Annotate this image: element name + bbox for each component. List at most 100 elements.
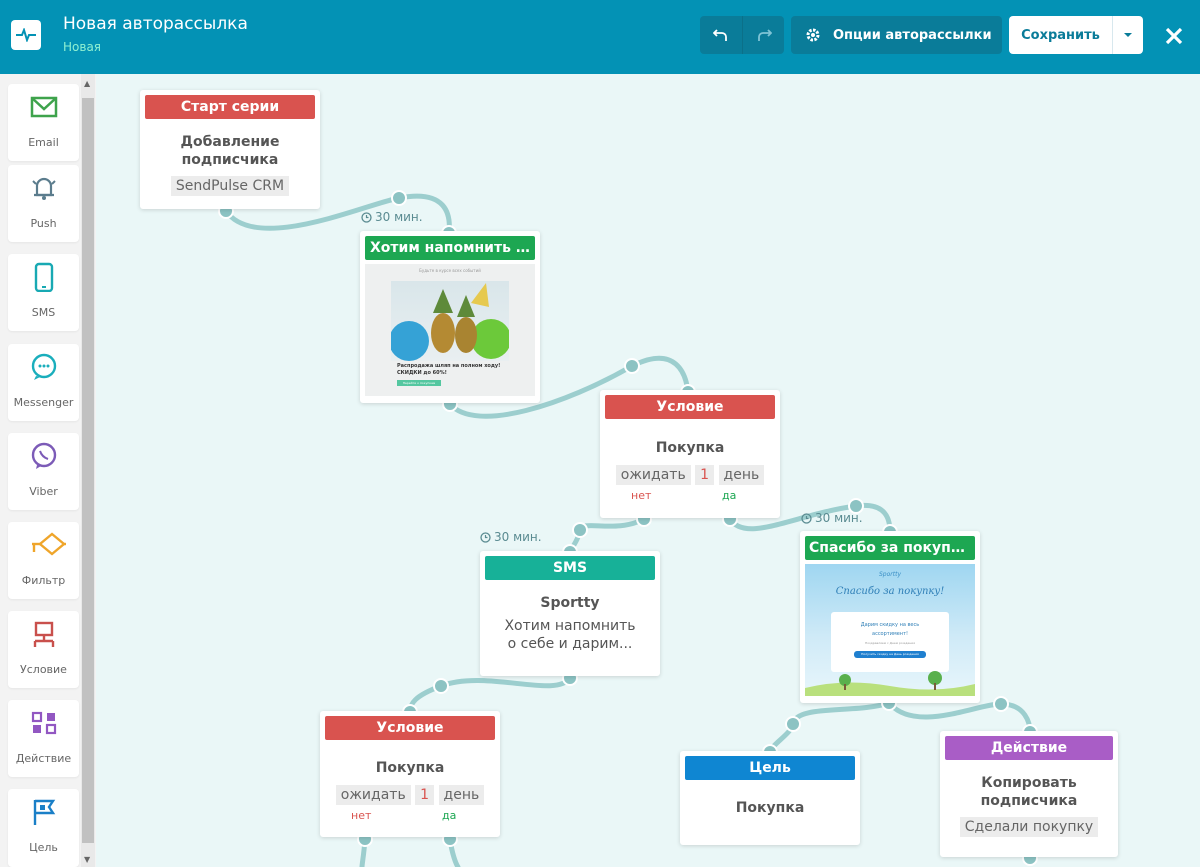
preview-message-box: Дарим скидку на весь ассортимент! Поздра…: [831, 612, 949, 672]
node-title: Добавление подписчика: [180, 134, 280, 168]
delay-label-email1: 30 мин.: [361, 210, 423, 224]
palette-item-email[interactable]: Email: [8, 84, 79, 161]
pulse-icon: [16, 28, 36, 42]
node-tag: Сделали покупку: [959, 817, 1099, 837]
gear-icon: [806, 28, 820, 42]
palette-item-label: Фильтр: [21, 574, 66, 587]
flow-node-action[interactable]: Действие Копировать подписчика Сделали п…: [940, 731, 1118, 857]
phone-icon: [34, 262, 54, 292]
save-button[interactable]: Сохранить: [1009, 16, 1112, 54]
node-header: Действие: [945, 736, 1113, 760]
node-tag-row: SendPulse CRM: [146, 176, 314, 196]
connection-sms-cond2: [407, 675, 573, 715]
connector-dot: [848, 498, 864, 514]
preview-landscape: [805, 671, 975, 696]
close-button[interactable]: [1160, 22, 1188, 50]
delay-value: 30 мин.: [494, 530, 542, 544]
flow-canvas[interactable]: 30 мин. 30 мин. 30 мин. Старт серии Доба…: [96, 74, 1200, 867]
filter-icon: [32, 532, 66, 556]
clock-icon: [801, 512, 812, 524]
palette-item-label: Цель: [29, 841, 58, 854]
wait-unit: день: [438, 785, 485, 805]
flow-node-goal[interactable]: Цель Покупка: [680, 751, 860, 845]
sidebar-scroll-thumb[interactable]: [82, 98, 94, 843]
palette-item-label: Условие: [20, 663, 67, 676]
palette-item-viber[interactable]: Viber: [8, 433, 79, 510]
palette-item-goal[interactable]: Цель: [8, 789, 79, 867]
wait-unit: день: [718, 465, 765, 485]
scroll-up-arrow-icon[interactable]: ▲: [84, 79, 91, 88]
preview-line-2: ассортимент!: [872, 631, 908, 637]
delay-value: 30 мин.: [815, 511, 863, 525]
node-wait-row: ожидать 1 день: [606, 465, 774, 485]
undo-button[interactable]: [700, 16, 742, 54]
flow-node-condition-1[interactable]: Условие Покупка ожидать 1 день нет да: [600, 390, 780, 518]
palette-item-action[interactable]: Действие: [8, 700, 79, 777]
viber-icon: [31, 442, 57, 469]
delay-value: 30 мин.: [375, 210, 423, 224]
node-title: Копировать подписчика: [980, 775, 1078, 809]
save-dropdown-button[interactable]: [1112, 16, 1143, 54]
flow-node-email-2[interactable]: Спасибо за покупку! Sportty Спасибо за п…: [800, 531, 980, 703]
palette-item-condition[interactable]: Условие: [8, 611, 79, 688]
connector-dot: [391, 190, 407, 206]
email-preview: Sportty Спасибо за покупку! Дарим скидку…: [805, 564, 975, 696]
email-icon: [30, 96, 58, 118]
wait-tag: ожидать: [615, 465, 691, 485]
delay-label-sms: 30 мин.: [480, 530, 542, 544]
palette-item-label: SMS: [31, 306, 56, 319]
node-text: Хотим напомнить о себе и дарим...: [504, 618, 636, 652]
palette-item-label: Viber: [29, 485, 58, 498]
clock-icon: [480, 531, 491, 543]
node-tag-row: Сделали покупку: [946, 817, 1112, 837]
preview-line-1: Дарим скидку на весь: [860, 622, 920, 628]
wait-tag: ожидать: [335, 785, 411, 805]
node-header: Условие: [605, 395, 775, 419]
flow-node-condition-2[interactable]: Условие Покупка ожидать 1 день нет да: [320, 711, 500, 837]
flow-node-email-1[interactable]: Хотим напомнить о ... Будьте в курсе все…: [360, 231, 540, 403]
palette-item-push[interactable]: Push: [8, 165, 79, 242]
preview-top-text: Будьте в курсе всех событий: [419, 268, 481, 273]
node-header: Старт серии: [145, 95, 315, 119]
palette-item-filter[interactable]: Фильтр: [8, 522, 79, 599]
connection-cond1-email2: [727, 502, 893, 535]
delay-label-email2: 30 мин.: [801, 511, 863, 525]
redo-button[interactable]: [742, 16, 784, 54]
node-header: Хотим напомнить о ...: [365, 236, 535, 260]
node-header: Условие: [325, 716, 495, 740]
palette-item-label: Email: [28, 136, 59, 149]
palette-item-messenger[interactable]: Messenger: [8, 344, 79, 421]
wait-number: 1: [415, 785, 435, 805]
app-logo: [11, 20, 41, 50]
preview-title: Спасибо за покупку!: [835, 586, 945, 597]
campaign-options-label: Опции авторассылки: [833, 27, 992, 43]
close-icon: [1165, 27, 1183, 45]
preview-image: [389, 281, 511, 361]
node-tag: SendPulse CRM: [170, 176, 290, 196]
preview-text: Распродажа шляп на полном ходу! СКИДКИ д…: [397, 363, 501, 376]
status-label: Новая: [63, 40, 102, 54]
palette-item-label: Messenger: [13, 396, 74, 409]
bell-icon: [32, 177, 56, 200]
node-wait-row: ожидать 1 день: [326, 785, 494, 805]
node-header: Спасибо за покупку!: [805, 536, 975, 560]
palette-item-sms[interactable]: SMS: [8, 254, 79, 331]
campaign-options-button[interactable]: Опции авторассылки: [791, 16, 1002, 54]
palette-item-label: Действие: [15, 752, 72, 765]
connector-dot: [624, 358, 640, 374]
top-bar: Новая авторассылка Новая Опции авторассы…: [0, 0, 1200, 74]
connection-start-email: [223, 193, 452, 236]
messenger-icon: [31, 353, 57, 380]
connector-dot: [433, 678, 449, 694]
connector-dot: [993, 696, 1009, 712]
flow-node-start[interactable]: Старт серии Добавление подписчика SendPu…: [140, 90, 320, 209]
preview-brand: Sportty: [878, 571, 901, 578]
connector-dot: [572, 522, 588, 538]
connection-email2-action: [886, 700, 1033, 735]
clock-icon: [361, 211, 372, 223]
connector-dot: [785, 716, 801, 732]
flow-node-sms[interactable]: SMS Sportty Хотим напомнить о себе и дар…: [480, 551, 660, 676]
action-icon: [31, 711, 57, 735]
scroll-down-arrow-icon[interactable]: ▼: [84, 855, 91, 864]
flag-icon: [33, 799, 56, 825]
